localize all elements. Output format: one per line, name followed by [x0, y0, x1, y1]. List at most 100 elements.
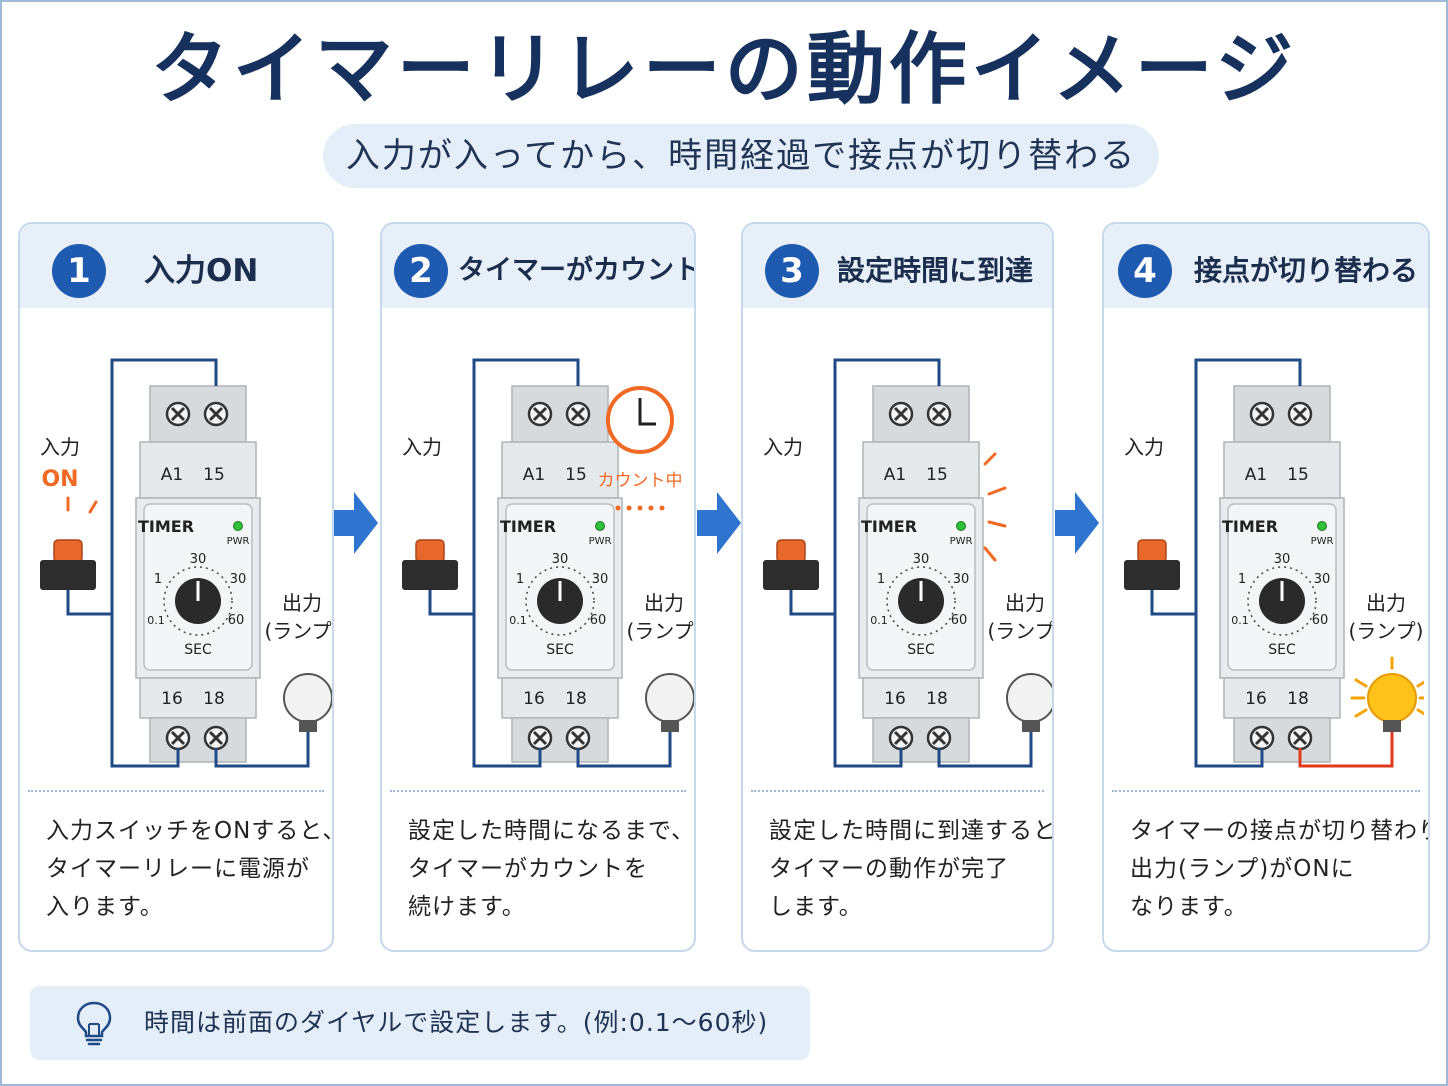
lamp-label: (ランプ): [1348, 619, 1423, 643]
desc-line: タイマーの接点が切り替わり、: [1130, 818, 1428, 844]
terminal-label: 16: [523, 689, 545, 709]
terminal-label: 15: [1287, 465, 1309, 485]
terminal-label: 16: [1245, 689, 1267, 709]
step-number-badge: 3: [765, 244, 819, 298]
lightbulb-icon: [76, 1001, 112, 1046]
terminal-block-top: [149, 385, 247, 443]
terminal-label: 16: [161, 689, 183, 709]
wire: [66, 358, 218, 616]
dial-mark: 60: [1312, 613, 1329, 628]
press-mark: [88, 500, 98, 514]
desc-line: 入力スイッチをONすると、: [46, 818, 334, 844]
screw-slot: [893, 730, 909, 746]
dial-mark: 30: [190, 552, 207, 567]
lamp-ray: [1354, 708, 1368, 718]
dial-mark: 1: [1238, 572, 1246, 587]
step-title: 入力ON: [144, 253, 259, 289]
desc-line: なります。: [1130, 894, 1248, 920]
divider: [390, 790, 686, 792]
lamp-bulb: [1367, 673, 1417, 723]
dial-mark: 1: [516, 572, 524, 587]
dial-mark: 1: [877, 572, 885, 587]
screw-slot: [208, 730, 224, 746]
dial-mark: 30: [953, 572, 970, 587]
step-description: 設定した時間になるまで、 タイマーがカウントを 続けます。: [408, 812, 694, 926]
switch-base: [40, 560, 96, 590]
step-description: 設定した時間に到達すると、 タイマーの動作が完了 します。: [769, 812, 1052, 926]
switch-button: [776, 539, 806, 563]
lamp-bulb: [645, 673, 694, 723]
dial-scale: [1247, 566, 1317, 636]
switch-base: [402, 560, 458, 590]
unit-label: SEC: [184, 642, 212, 658]
terminal-block-bottom: [511, 717, 609, 763]
arrow-right-icon: [1055, 492, 1099, 554]
timer-label: TIMER: [138, 517, 194, 536]
pwr-label: PWR: [950, 536, 973, 547]
relay-shoulder: [139, 677, 257, 719]
output-label: 出力: [282, 591, 322, 615]
dial-mark: 60: [590, 613, 607, 628]
lamp-base: [1383, 720, 1401, 732]
output-label: 出力: [1005, 591, 1045, 615]
step-description: タイマーの接点が切り替わり、 出力(ランプ)がONに なります。: [1130, 812, 1428, 926]
lamp-bulb: [283, 673, 332, 723]
dial-mark: 30: [552, 552, 569, 567]
wire-output: [214, 732, 310, 768]
wire-output: [937, 732, 1033, 768]
screw-slot: [1254, 406, 1270, 422]
relay-shoulder: [501, 441, 619, 499]
tip-text: 時間は前面のダイヤルで設定します。(例:0.1〜60秒): [144, 1008, 769, 1037]
timer-label: TIMER: [861, 517, 917, 536]
wire-output: [1298, 732, 1394, 768]
wire: [472, 566, 542, 768]
lamp-ray: [1354, 678, 1368, 688]
step-title: 設定時間に到達: [837, 254, 1034, 287]
complete-mark: [987, 486, 1007, 496]
switch-button: [1137, 539, 1167, 563]
relay-shoulder: [1223, 441, 1341, 499]
terminal-label: 18: [565, 689, 587, 709]
relay-shoulder: [139, 441, 257, 499]
arrow-right-icon: [697, 492, 741, 554]
terminal-label: A1: [523, 465, 545, 485]
dial-scale: [163, 566, 233, 636]
dial-mark: 60: [951, 613, 968, 628]
switch-button: [415, 539, 445, 563]
clock-hands: [638, 398, 656, 426]
terminal-label: 16: [884, 689, 906, 709]
step-header: 2 タイマーがカウント: [382, 224, 694, 308]
counting-dot: [626, 505, 632, 511]
counting-dot: [648, 505, 654, 511]
terminal-block-top: [1233, 385, 1331, 443]
pwr-label: PWR: [227, 536, 250, 547]
step-number-badge: 4: [1118, 244, 1172, 298]
timer-label: TIMER: [500, 517, 556, 536]
step-title: タイマーがカウント: [458, 255, 696, 286]
terminal-block-bottom: [1233, 717, 1331, 763]
screw-slot: [170, 406, 186, 422]
counting-label: カウント中: [598, 471, 683, 491]
dial-mark: 0.1: [147, 614, 165, 627]
step-number-badge: 2: [394, 244, 448, 298]
input-label: 入力: [402, 435, 442, 459]
lamp-base: [299, 720, 317, 732]
dial-mark: 0.1: [1231, 614, 1249, 627]
switch-base: [763, 560, 819, 590]
terminal-label: 15: [203, 465, 225, 485]
lamp-label: (ランプ): [987, 619, 1054, 643]
step-number-badge: 1: [52, 244, 106, 298]
relay-shoulder: [862, 441, 980, 499]
lamp-base: [1022, 720, 1040, 732]
subtitle-pill: 入力が入ってから、時間経過で接点が切り替わる: [323, 124, 1159, 188]
terminal-label: 18: [926, 689, 948, 709]
divider: [28, 790, 324, 792]
switch-base: [1124, 560, 1180, 590]
dial-mark: 1: [154, 572, 162, 587]
terminal-label: 15: [926, 465, 948, 485]
pwr-label: PWR: [589, 536, 612, 547]
